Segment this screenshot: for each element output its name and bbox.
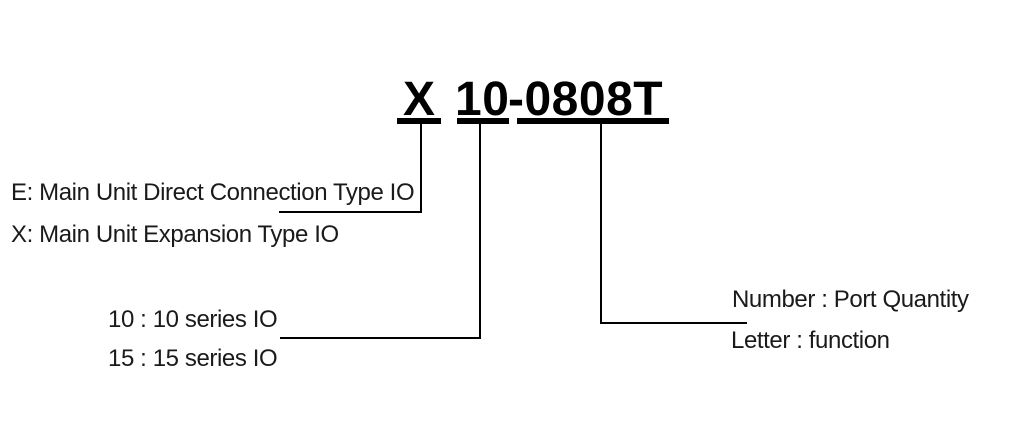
legend-series-15-label: 15 : 15 series IO — [108, 345, 278, 372]
legend-type-x-label: X: Main Unit Expansion Type IO — [11, 221, 339, 248]
legend-port-quantity-label: Number : Port Quantity — [732, 286, 969, 313]
legend-type-e-label: E: Main Unit Direct Connection Type IO — [11, 179, 415, 206]
connector-series-horizontal — [280, 337, 481, 339]
connector-spec-vertical — [600, 124, 602, 324]
model-code-type-segment: X — [403, 73, 436, 126]
connector-type-horizontal — [279, 211, 422, 213]
model-code-spec-segment: -0808T — [508, 73, 664, 126]
underline-type-segment — [397, 118, 441, 124]
connector-series-vertical — [479, 124, 481, 339]
legend-function-label: Letter : function — [731, 327, 890, 354]
connector-spec-horizontal — [600, 322, 747, 324]
underline-spec-segment — [517, 118, 669, 124]
connector-type-vertical — [420, 124, 422, 213]
legend-series-10-label: 10 : 10 series IO — [108, 306, 278, 333]
underline-series-segment — [457, 118, 509, 124]
model-code-series-segment: 10 — [455, 73, 510, 126]
